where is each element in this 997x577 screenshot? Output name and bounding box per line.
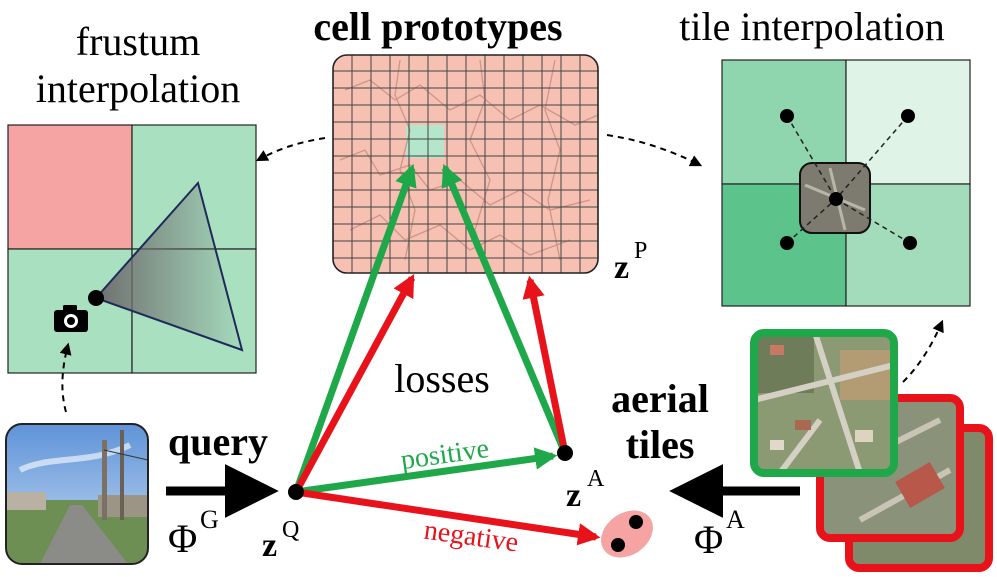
- zA-label: z A: [566, 466, 605, 514]
- phiG-label: Φ G: [168, 505, 219, 561]
- arrow-to-frustum: [255, 137, 326, 162]
- zQ-base: z: [262, 527, 277, 564]
- arrow-query-to-frustum: [59, 342, 72, 413]
- arrow-aerial-to-prototype-red: [522, 275, 569, 454]
- phiA-label: Φ A: [694, 505, 745, 562]
- negative-dot-2: [629, 515, 643, 529]
- zA-base: z: [566, 477, 581, 514]
- camera-position-dot: [88, 290, 104, 306]
- arrow-positive: [295, 447, 558, 496]
- tile-interpolation-title: tile interpolation: [679, 4, 945, 49]
- zP-superscript: P: [634, 238, 647, 264]
- tile-center-dot-tl: [780, 109, 794, 123]
- frustum-interpolation-title-line1: frustum: [76, 19, 200, 64]
- prototype-grid-lines: [333, 55, 598, 273]
- interpolation-dashed-lines: [786, 115, 911, 244]
- prototype-highlight-cell: [406, 125, 444, 158]
- zP-label: z P: [614, 238, 647, 286]
- query-street-image: [5, 423, 149, 565]
- query-label: query: [168, 419, 268, 464]
- camera-icon: [54, 305, 88, 332]
- arrow-negative: [295, 488, 601, 546]
- frustum-interpolation-title-line2: interpolation: [36, 66, 240, 111]
- positive-tile: [750, 329, 898, 477]
- arrow-query-to-prototype-red: [292, 274, 416, 494]
- arrow-aerial-to-prototype-green: [441, 163, 569, 455]
- phiA-base: Φ: [694, 517, 723, 562]
- prototype-border: [332, 54, 599, 274]
- zQ-superscript: Q: [282, 517, 299, 543]
- phiA-superscript: A: [726, 505, 745, 534]
- view-frustum-triangle: [94, 180, 244, 352]
- arrow-to-tile-interpolation: [606, 134, 703, 167]
- zA-superscript: A: [587, 466, 605, 492]
- frustum-cell-top-left: [7, 124, 133, 250]
- phiG-base: Φ: [168, 516, 197, 561]
- tile-cell-top-right: [845, 59, 971, 185]
- arrow-tiles-to-interpolation: [902, 319, 944, 383]
- losses-label: losses: [394, 356, 490, 401]
- cell-prototypes-grid: [332, 54, 599, 274]
- zQ-label: z Q: [262, 517, 299, 564]
- aerial-tiles-label-line2: tiles: [626, 422, 695, 467]
- negative-dot-1: [611, 538, 625, 552]
- frustum-grid: [7, 124, 257, 374]
- query-tile-center-dot: [829, 192, 843, 206]
- zA-dot: [557, 445, 573, 461]
- aerial-tile-stack: [750, 329, 993, 572]
- phiG-superscript: G: [200, 505, 219, 534]
- tile-center-dot-tr: [901, 109, 915, 123]
- tile-interpolation-grid: [721, 59, 971, 307]
- tile-center-dot-br: [903, 236, 917, 250]
- aerial-tiles-label-line1: aerial: [611, 376, 709, 421]
- zQ-dot: [288, 484, 304, 500]
- cell-prototypes-title: cell prototypes: [313, 4, 562, 49]
- arrow-query-to-prototype-green: [292, 163, 417, 494]
- tile-center-dot-bl: [780, 236, 794, 250]
- negative-samples-blob: [601, 510, 653, 558]
- zP-base: z: [614, 249, 629, 286]
